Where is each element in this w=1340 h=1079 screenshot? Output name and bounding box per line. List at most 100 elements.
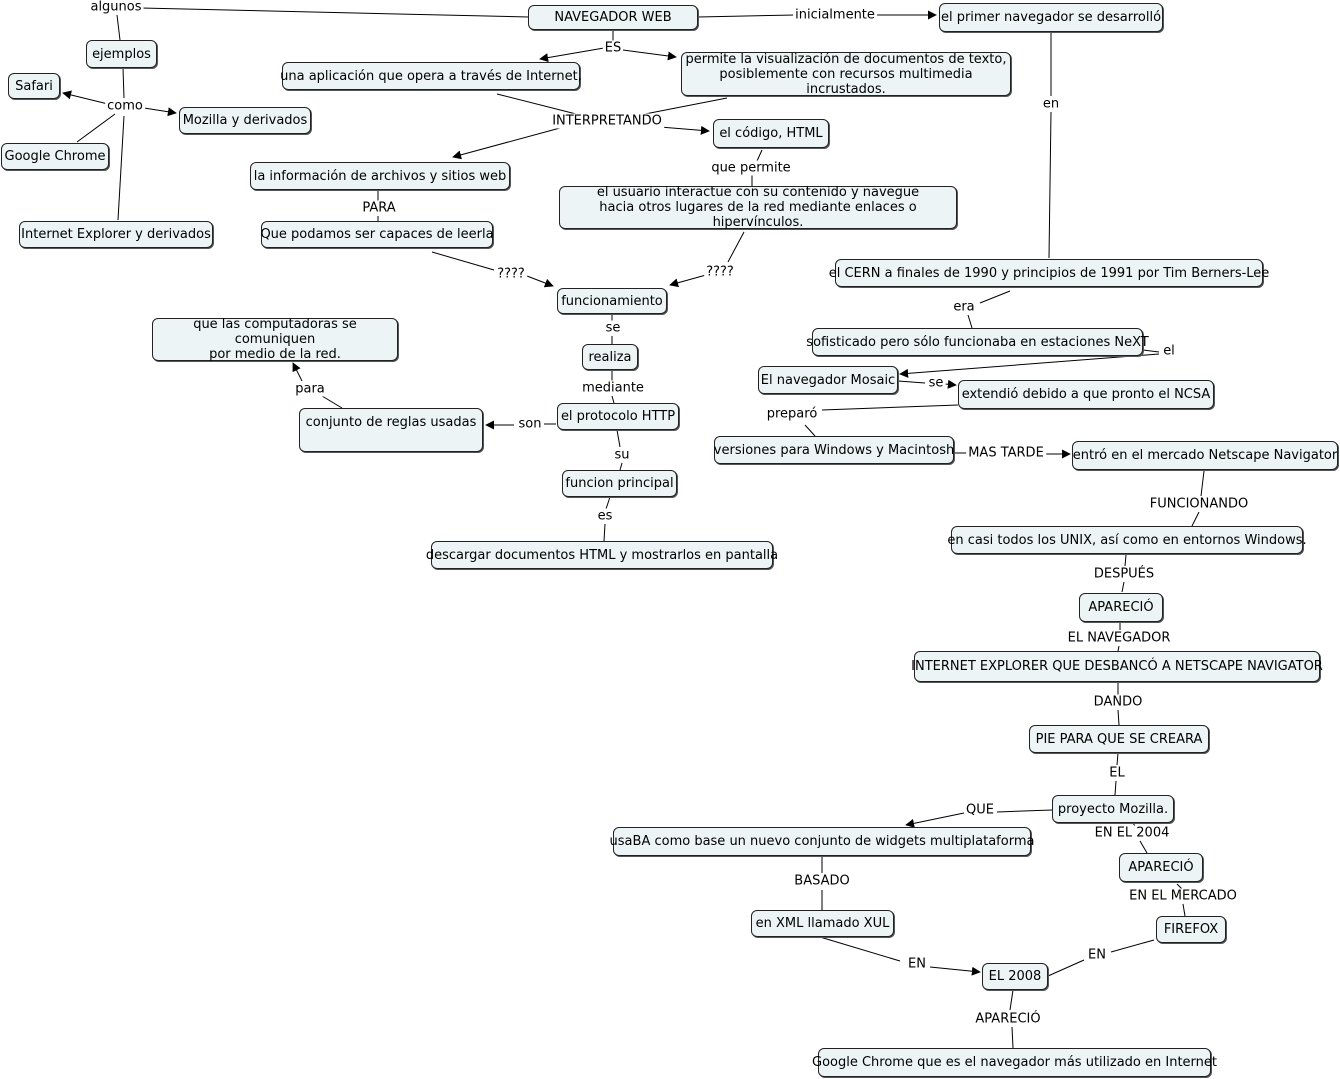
link-line [1139, 840, 1148, 854]
link-line [1117, 645, 1120, 652]
link-line [1182, 903, 1186, 917]
link-line [76, 113, 116, 143]
link-arrow [929, 966, 981, 976]
concept-unix[interactable]: en casi todos los UNIX, así como en ento… [947, 526, 1307, 554]
concept-aparecio-1[interactable]: APARECIÓ [1079, 593, 1163, 622]
concept-realiza[interactable]: realiza [582, 344, 638, 370]
link-arrow [669, 274, 707, 288]
link-arrow [944, 379, 957, 389]
concept-pie[interactable]: PIE PARA QUE SE CREARA [1029, 725, 1209, 753]
link-line [979, 290, 1011, 304]
concept-funcionamiento[interactable]: funcionamiento [557, 288, 667, 314]
concept-internet-explorer-desbanco[interactable]: INTERNET EXPLORER QUE DESBANCÓ A NETSCAP… [911, 651, 1323, 682]
link-line [1114, 780, 1117, 796]
link-line [1116, 752, 1119, 766]
concept-mozilla[interactable]: Mozilla y derivados [179, 107, 311, 134]
concept-ejemplos[interactable]: ejemplos [86, 40, 157, 68]
concept-google-chrome[interactable]: Google Chrome [1, 143, 109, 170]
link-label: es [595, 508, 615, 524]
link-line [122, 67, 125, 99]
concept-informacion[interactable]: la información de archivos y sitios web [250, 162, 510, 190]
link-label: ???? [704, 264, 736, 280]
concept-mosaic[interactable]: El navegador Mosaic [758, 366, 898, 394]
link-label: EN [1086, 947, 1108, 963]
link-line [804, 424, 816, 437]
link-line [619, 462, 623, 471]
link-label: para [293, 381, 327, 397]
link-label: EN [906, 956, 928, 972]
link-line [996, 809, 1053, 813]
concept-navegador-web[interactable]: NAVEGADOR WEB [528, 5, 698, 30]
link-line [1176, 883, 1183, 890]
concept-aparecio-2[interactable]: APARECIÓ [1119, 853, 1203, 882]
link-label: preparó [764, 406, 820, 422]
concept-netscape[interactable]: entró en el mercado Netscape Navigator [1072, 441, 1338, 470]
link-label: algunos [88, 0, 144, 15]
link-label: QUE [964, 802, 996, 818]
link-label: era [951, 299, 977, 315]
concept-computadoras[interactable]: que las computadoras se comuniquen por m… [152, 317, 398, 362]
link-label: BASADO [792, 873, 852, 889]
link-label: el [1161, 343, 1177, 359]
link-line [819, 936, 901, 962]
link-arrow [899, 353, 1160, 378]
link-line [496, 93, 581, 116]
concept-widgets[interactable]: usaBA como base un nuevo conjunto de wid… [610, 827, 1034, 856]
link-arrow [143, 107, 177, 117]
link-label: ???? [495, 266, 527, 282]
concept-leerla[interactable]: Que podamos ser capaces de leerla [260, 221, 494, 248]
concept-codigo-html[interactable]: el código, HTML [713, 119, 829, 148]
link-arrow [62, 90, 109, 105]
link-label: EL [1107, 765, 1127, 781]
concept-firefox[interactable]: FIREFOX [1156, 916, 1226, 943]
link-label: EL NAVEGADOR [1065, 630, 1173, 646]
link-line [897, 380, 926, 384]
link-line [756, 149, 763, 162]
link-label: son [516, 416, 544, 432]
link-label: ES [602, 40, 624, 56]
link-arrow [622, 49, 677, 61]
link-line [1142, 349, 1160, 353]
concept-cern[interactable]: el CERN a finales de 1990 y principios d… [829, 259, 1269, 287]
concept-chrome-mas-utilizado[interactable]: Google Chrome que es el navegador más ut… [812, 1048, 1217, 1077]
concept-internet-explorer[interactable]: Internet Explorer y derivados [19, 221, 213, 248]
concept-versiones[interactable]: versiones para Windows y Macintosh [714, 436, 954, 464]
link-line [1124, 554, 1127, 567]
concept-proyecto-mozilla[interactable]: proyecto Mozilla. [1052, 795, 1174, 823]
concept-usuario-interactue[interactable]: el usuario interactue con su contenido y… [559, 185, 957, 230]
link-line [1121, 581, 1125, 593]
concept-el-2008[interactable]: EL 2008 [982, 963, 1048, 990]
link-line [1191, 511, 1200, 527]
concept-aplicacion[interactable]: una aplicación que opera a través de Int… [280, 62, 582, 90]
concept-primer-navegador[interactable]: el primer navegador se desarrolló [939, 3, 1163, 32]
concept-permite-visualizacion[interactable]: permite la visualización de documentos d… [681, 52, 1011, 97]
link-line [616, 429, 621, 448]
link-line [1011, 1026, 1014, 1049]
link-label: se [926, 375, 946, 391]
link-line [116, 14, 121, 41]
concept-xul[interactable]: en XML llamado XUL [751, 910, 894, 937]
link-line [1047, 959, 1085, 977]
link-arrow [659, 125, 710, 135]
link-label: DESPUÉS [1091, 566, 1157, 582]
concept-reglas[interactable]: conjunto de reglas usadas [299, 408, 483, 452]
link-line [603, 523, 606, 542]
link-line [140, 7, 529, 18]
link-arrow [292, 362, 303, 382]
link-label: INTERPRETANDO [550, 113, 664, 129]
concept-extendio[interactable]: extendió debido a que pronto el NCSA [958, 380, 1214, 409]
link-line [117, 115, 125, 221]
concept-descargar[interactable]: descargar documentos HTML y mostrarlos e… [426, 541, 778, 569]
link-label: inicialmente [793, 7, 877, 23]
link-line [821, 404, 959, 411]
link-arrow [905, 812, 965, 828]
concept-safari[interactable]: Safari [8, 73, 60, 99]
link-arrow [452, 127, 561, 160]
concept-funcion-principal[interactable]: funcion principal [562, 470, 677, 497]
link-label: se [603, 320, 623, 336]
concept-protocolo-http[interactable]: el protocolo HTTP [557, 403, 679, 430]
link-line [644, 97, 728, 115]
link-label: DANDO [1091, 694, 1145, 710]
concept-sofisticado[interactable]: sofisticado pero sólo funcionaba en esta… [806, 328, 1149, 356]
